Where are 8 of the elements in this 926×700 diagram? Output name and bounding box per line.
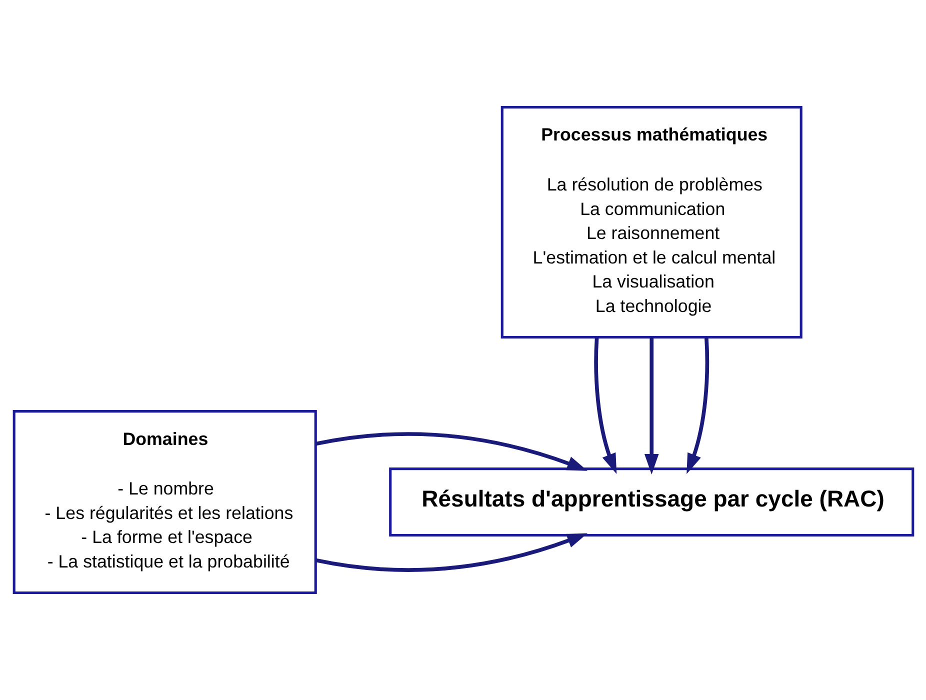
arrow — [315, 533, 588, 572]
arrow — [644, 337, 658, 474]
node-box: Processus mathématiques La résolution de problèmes La communication Le raisonnement L'estimation et le calcul mental La visualisation La technologie — [500, 106, 802, 338]
node-box: Domaines - Le nombre - Les régularités et les relations - La forme et l'espace - La statistique et la probabilité — [12, 410, 316, 594]
arrow — [315, 432, 588, 471]
node-box: Résultats d'apprentissage par cycle (RAC) — [388, 468, 914, 537]
arrow — [686, 337, 709, 474]
arrow — [594, 337, 616, 474]
